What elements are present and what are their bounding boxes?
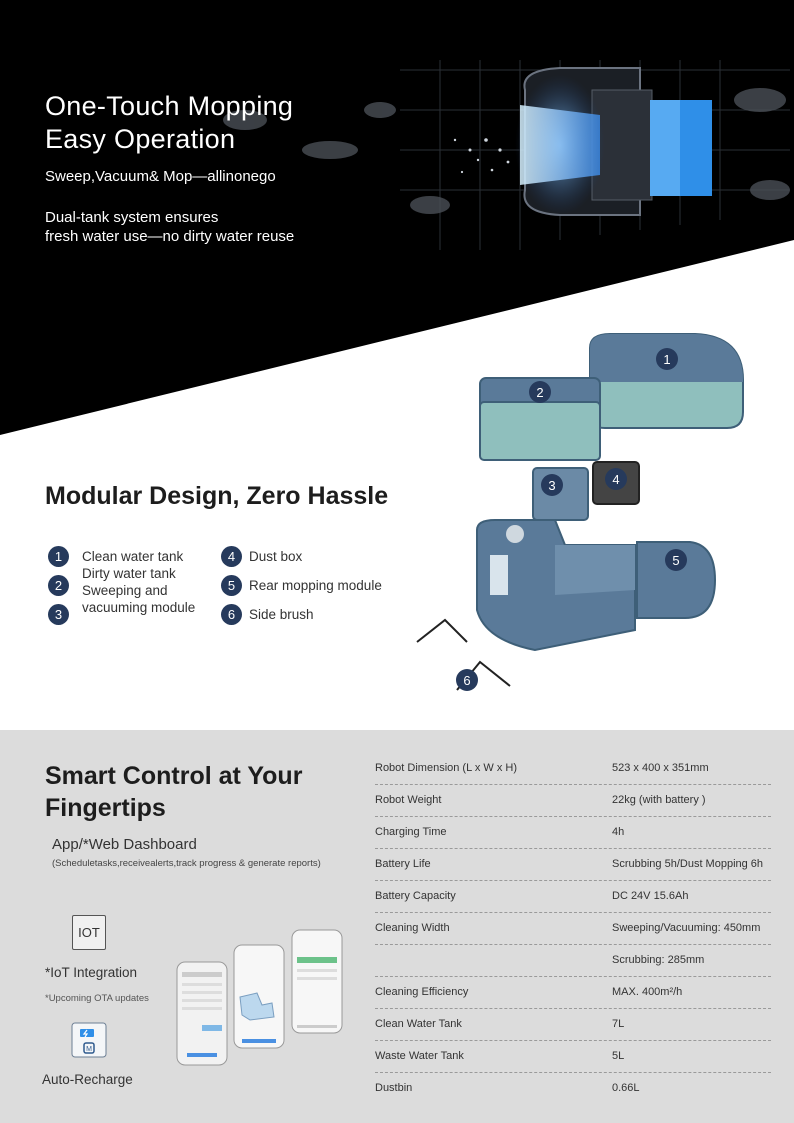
sweeping-module-part xyxy=(532,467,589,521)
smart-control-section xyxy=(0,730,794,1123)
dust-specks xyxy=(453,138,510,174)
module-label-2: Dirty water tank xyxy=(82,566,176,581)
spec-value: Scrubbing: 285mm xyxy=(612,954,705,966)
hero-title-line1: One-Touch Mopping xyxy=(45,91,294,121)
hero-description: Dual-tank system ensures fresh water use… xyxy=(45,208,294,246)
spec-key: Robot Weight xyxy=(375,794,442,806)
spec-value: MAX. 400m²/h xyxy=(612,986,683,998)
spec-row: Cleaning Width Sweeping/Vacuuming: 450mm xyxy=(375,913,771,945)
app-dashboard-note: (Scheduletasks,receivealerts,track progr… xyxy=(52,858,321,869)
spec-key: Waste Water Tank xyxy=(375,1050,464,1062)
clean-water-tank-part xyxy=(589,333,744,429)
spec-value: 22kg (with battery ) xyxy=(612,794,706,806)
diagram-badge-2 xyxy=(529,381,551,403)
spec-value: 4h xyxy=(612,826,625,838)
module-label-3-line2: vacuuming module xyxy=(82,600,196,615)
module-label-4: Dust box xyxy=(249,549,303,564)
module-badge-4: 4 xyxy=(221,546,242,567)
phone-screen-middle xyxy=(233,944,285,1049)
ota-note: *Upcoming OTA updates xyxy=(45,993,149,1004)
app-dashboard-label: App/*Web Dashboard xyxy=(52,836,197,853)
svg-text:1: 1 xyxy=(663,352,670,367)
module-label-6: Side brush xyxy=(249,607,314,622)
module-label-1: Clean water tank xyxy=(82,549,184,564)
svg-text:4: 4 xyxy=(612,472,619,487)
phone-screen-left xyxy=(176,961,228,1066)
hero-subtitle: Sweep,Vacuum& Mop—allinonego xyxy=(45,168,276,185)
smart-title: Smart Control at Your Fingertips xyxy=(45,762,303,822)
hero-title: One-Touch Mopping Easy Operation xyxy=(45,90,293,156)
diagram-badge-6 xyxy=(456,669,478,691)
spec-value: 5L xyxy=(612,1050,625,1062)
module-badge-6: 6 xyxy=(221,604,242,625)
diagram-badge-1 xyxy=(656,348,678,370)
hero-background xyxy=(0,0,794,435)
svg-text:2: 2 xyxy=(536,385,543,400)
spec-table: Robot Dimension (L x W x H) 523 x 400 x … xyxy=(375,753,771,1105)
svg-text:3: 3 xyxy=(548,478,555,493)
spec-value: 7L xyxy=(612,1018,625,1030)
debris-particles xyxy=(223,88,790,214)
spec-row: Cleaning Efficiency MAX. 400m²/h xyxy=(375,977,771,1009)
phone-app-screens xyxy=(176,929,343,1066)
diagram-badge-5 xyxy=(665,549,687,571)
svg-text:5: 5 xyxy=(672,553,679,568)
phone-screen-right xyxy=(291,929,343,1034)
svg-text:6: 6 xyxy=(463,673,470,688)
spec-row: Charging Time 4h xyxy=(375,817,771,849)
auto-recharge-label: Auto-Recharge xyxy=(42,1072,133,1087)
module-label-3: Sweeping and xyxy=(82,583,168,598)
spec-row: Scrubbing: 285mm xyxy=(375,945,771,977)
spec-row: Battery Capacity DC 24V 15.6Ah xyxy=(375,881,771,913)
spec-key: Cleaning Width xyxy=(375,922,450,934)
module-list: 1 Clean water tank 2 Dirty water tank 3 … xyxy=(45,546,405,636)
module-badge-3: 3 xyxy=(48,604,69,625)
dirty-water-tank-part xyxy=(479,377,601,461)
spec-key: Dustbin xyxy=(375,1082,413,1094)
rear-mopping-module-part xyxy=(636,541,717,619)
battery-charge-icon: M xyxy=(71,1022,107,1058)
module-badge-5: 5 xyxy=(221,575,242,596)
iot-icon: IOT xyxy=(72,915,106,950)
spec-key: Clean Water Tank xyxy=(375,1018,462,1030)
spec-key: Battery Life xyxy=(375,858,431,870)
iot-label: *IoT Integration xyxy=(45,965,138,980)
spec-key: Cleaning Efficiency xyxy=(375,986,469,998)
spec-row: Clean Water Tank 7L xyxy=(375,1009,771,1041)
diagram-badge-4 xyxy=(605,468,627,490)
spec-row: Dustbin 0.66L xyxy=(375,1073,771,1105)
hero-desc-line1: Dual-tank system ensures xyxy=(45,209,219,226)
spec-value: Scrubbing 5h/Dust Mopping 6h xyxy=(612,858,764,870)
module-badge-2: 2 xyxy=(48,575,69,596)
spec-row: Robot Dimension (L x W x H) 523 x 400 x … xyxy=(375,753,771,785)
spec-value: 523 x 400 x 351mm xyxy=(612,762,709,774)
spec-key: Charging Time xyxy=(375,826,447,838)
spec-value: Sweeping/Vacuuming: 450mm xyxy=(612,922,761,934)
spec-value: 0.66L xyxy=(612,1082,640,1094)
spec-row: Robot Weight 22kg (with battery ) xyxy=(375,785,771,817)
hero-title-line2: Easy Operation xyxy=(45,124,236,154)
exploded-robot-diagram: 1 2 3 4 5 6 xyxy=(416,333,744,691)
spec-value: DC 24V 15.6Ah xyxy=(612,890,689,902)
robot-body-part xyxy=(476,519,636,652)
spec-key: Battery Capacity xyxy=(375,890,456,902)
modular-title: Modular Design, Zero Hassle xyxy=(45,482,389,510)
diagram-badge-3 xyxy=(541,474,563,496)
module-badge-1: 1 xyxy=(48,546,69,567)
robot-topview xyxy=(515,67,712,216)
spec-row: Waste Water Tank 5L xyxy=(375,1041,771,1073)
hero-desc-line2: fresh water use—no dirty water reuse xyxy=(45,228,295,245)
spec-row: Battery Life Scrubbing 5h/Dust Mopping 6… xyxy=(375,849,771,881)
svg-text:M: M xyxy=(86,1046,92,1053)
module-label-5: Rear mopping module xyxy=(249,578,382,593)
spec-key: Robot Dimension (L x W x H) xyxy=(375,762,518,774)
